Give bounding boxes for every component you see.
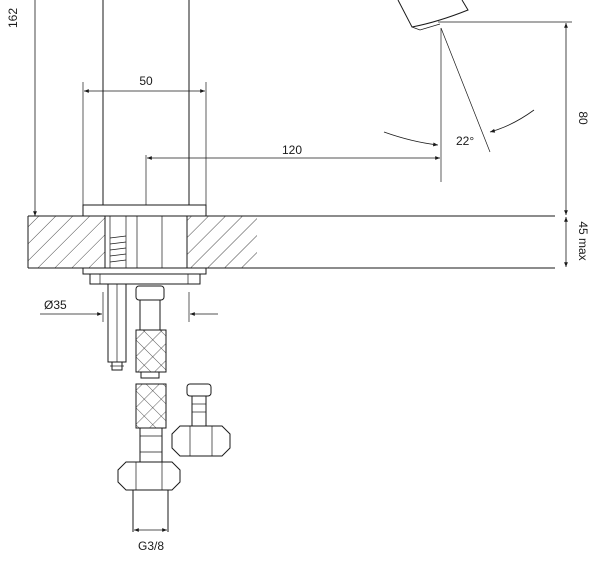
hose-short [135,285,167,379]
label-g3-8: G3/8 [138,539,164,553]
dim-reach-120 [145,28,442,205]
spout-tip [397,0,469,31]
label-50: 50 [139,74,153,88]
faucet-body [82,0,207,285]
dim-height-162 [28,0,42,217]
side-fitting [171,383,231,457]
label-diameter-35: Ø35 [44,298,67,312]
countertop-section [27,215,555,269]
dim-width-50 [82,82,207,205]
dim-diameter-35 [40,292,218,322]
label-45-max: 45 max [576,221,590,260]
label-80: 80 [576,111,590,125]
label-162: 162 [6,8,20,28]
dim-height-80 [438,21,572,216]
hose-long [117,383,181,532]
label-22-degrees: 22° [456,134,474,148]
threaded-stud [107,283,127,371]
angle-22 [383,27,535,153]
label-120: 120 [282,143,302,157]
